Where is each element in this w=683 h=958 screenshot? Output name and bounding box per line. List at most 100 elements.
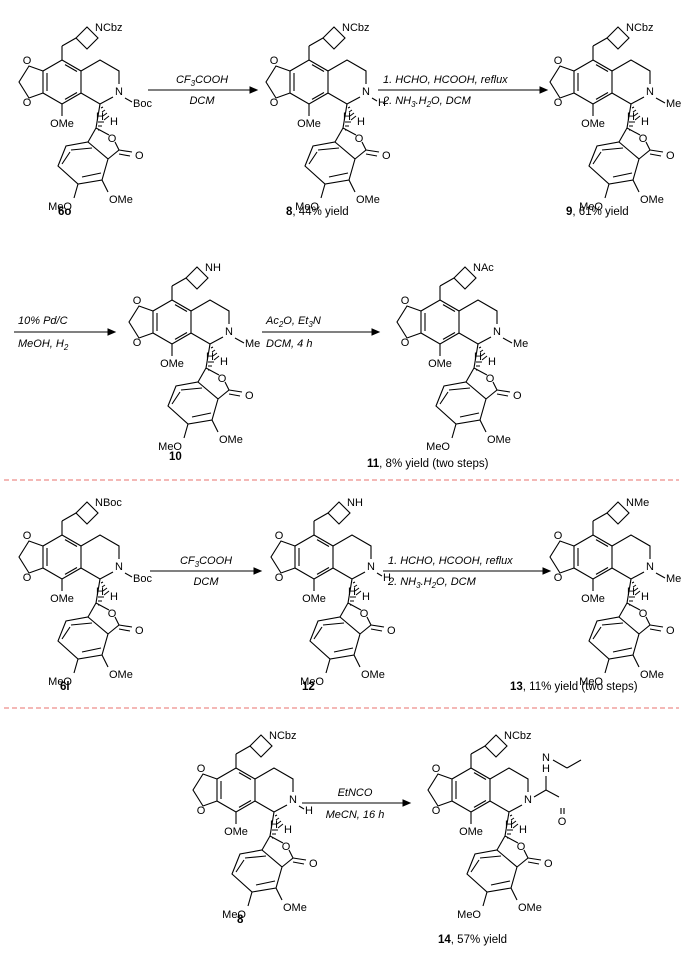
nh-label: H (383, 572, 391, 584)
c1-h-label: H (641, 116, 649, 128)
isoquinoline-skeleton (549, 501, 664, 674)
condition-3-below: MeOH, H2 (18, 338, 69, 352)
azetidine-n-label: NCbz (95, 22, 123, 34)
c1-h-label: H (519, 824, 527, 836)
c3-h-label: H (474, 351, 482, 363)
c1-h-label: H (357, 116, 365, 128)
lactone-o-label: O (517, 841, 526, 853)
azetidine-n-label: NH (347, 497, 363, 509)
dioxole-o-top: O (270, 55, 279, 67)
aryl-ome-label: OMe (581, 118, 605, 130)
dioxole-o-bottom: O (275, 572, 284, 584)
dioxole-o-bottom: O (23, 572, 32, 584)
azetidine-n-label: NH (205, 262, 221, 274)
ring-n-label: N (115, 86, 123, 98)
meo-label: MeO (158, 441, 182, 453)
c1-h-label: H (110, 591, 118, 603)
dioxole-o-bottom: O (432, 805, 441, 817)
ome-label: OMe (283, 902, 307, 914)
meo-label: MeO (426, 441, 450, 453)
aryl-ome-label: OMe (224, 826, 248, 838)
ome-label: OMe (361, 669, 385, 681)
c1-h-label: H (641, 591, 649, 603)
condition-5-below: DCM (193, 576, 219, 588)
aryl-ome-label: OMe (581, 593, 605, 605)
condition-7-above: EtNCO (338, 787, 373, 799)
condition-1-above: CF3COOH (176, 74, 228, 88)
ring-n-label: N (115, 561, 123, 573)
meo-label: MeO (222, 909, 246, 921)
carbonyl-o-label: O (666, 150, 675, 162)
compound-label-13: 13, 11% yield (two steps) (510, 681, 638, 693)
carbonyl-o-label: O (666, 625, 675, 637)
meo-label: MeO (457, 909, 481, 921)
dioxole-o-bottom: O (401, 337, 410, 349)
n-me-bond (655, 97, 666, 104)
compound-label-6o: 6o (58, 206, 71, 218)
carbonyl-o-label: O (387, 625, 396, 637)
carbonyl-o-label: O (135, 150, 144, 162)
carbonyl-o-label: O (382, 150, 391, 162)
ome-label: OMe (109, 669, 133, 681)
aryl-ome-label: OMe (297, 118, 321, 130)
ome-label: OMe (518, 902, 542, 914)
condition-7-below: MeCN, 16 h (326, 809, 385, 821)
c3-h-label: H (96, 586, 104, 598)
ring-n-label: N (225, 326, 233, 338)
ome-label: OMe (640, 669, 664, 681)
c3-h-label: H (627, 111, 635, 123)
isoquinoline-skeleton (549, 26, 664, 199)
meo-label: MeO (300, 676, 324, 688)
isoquinoline-skeleton (128, 266, 243, 439)
boc-bond (124, 572, 133, 578)
condition-2-above: 1. HCHO, HCOOH, reflux (383, 74, 508, 86)
ome-label: OMe (487, 434, 511, 446)
n-me-bond (234, 337, 245, 344)
aryl-ome-label: OMe (50, 593, 74, 605)
nh-bond (298, 805, 305, 810)
c1-h-label: H (110, 116, 118, 128)
azetidine-n-label: NCbz (504, 730, 532, 742)
c3-h-label: H (627, 586, 635, 598)
compound-label-14: 14, 57% yield (438, 934, 507, 946)
compound-label-8: 8, 44% yield (286, 206, 349, 218)
dioxole-o-top: O (197, 763, 206, 775)
compound-label-12: 12 (302, 681, 315, 693)
c3-h-label: H (343, 111, 351, 123)
ome-label: OMe (356, 194, 380, 206)
urea-bond-2 (545, 789, 560, 798)
condition-3-above: 10% Pd/C (18, 315, 68, 327)
c1-h-label: H (220, 356, 228, 368)
aryl-ome-label: OMe (50, 118, 74, 130)
ring-n-label: N (524, 794, 532, 806)
n-me-label: Me (513, 338, 528, 350)
carbonyl-o-label: O (245, 390, 254, 402)
boc-bond (124, 97, 133, 103)
lactone-o-label: O (218, 373, 227, 385)
n-me-bond (655, 572, 666, 579)
isoquinoline-skeleton (427, 734, 542, 907)
dioxole-o-top: O (401, 295, 410, 307)
urea-h-label: H (542, 763, 550, 775)
dioxole-o-top: O (23, 530, 32, 542)
urea-n-label: N (542, 752, 550, 764)
boc-label: Boc (133, 573, 152, 585)
isoquinoline-skeleton (18, 26, 133, 199)
condition-4-above: Ac2O, Et3N (265, 315, 321, 329)
dioxole-o-top: O (133, 295, 142, 307)
c1-h-label: H (362, 591, 370, 603)
ome-label: OMe (219, 434, 243, 446)
compound-label-6l: 6l (60, 681, 70, 693)
c3-h-label: H (348, 586, 356, 598)
isoquinoline-skeleton (265, 26, 380, 199)
azetidine-n-label: NCbz (269, 730, 297, 742)
nh-label: H (305, 805, 313, 817)
dioxole-o-bottom: O (270, 97, 279, 109)
condition-1-below: DCM (189, 95, 215, 107)
ring-n-label: N (367, 561, 375, 573)
